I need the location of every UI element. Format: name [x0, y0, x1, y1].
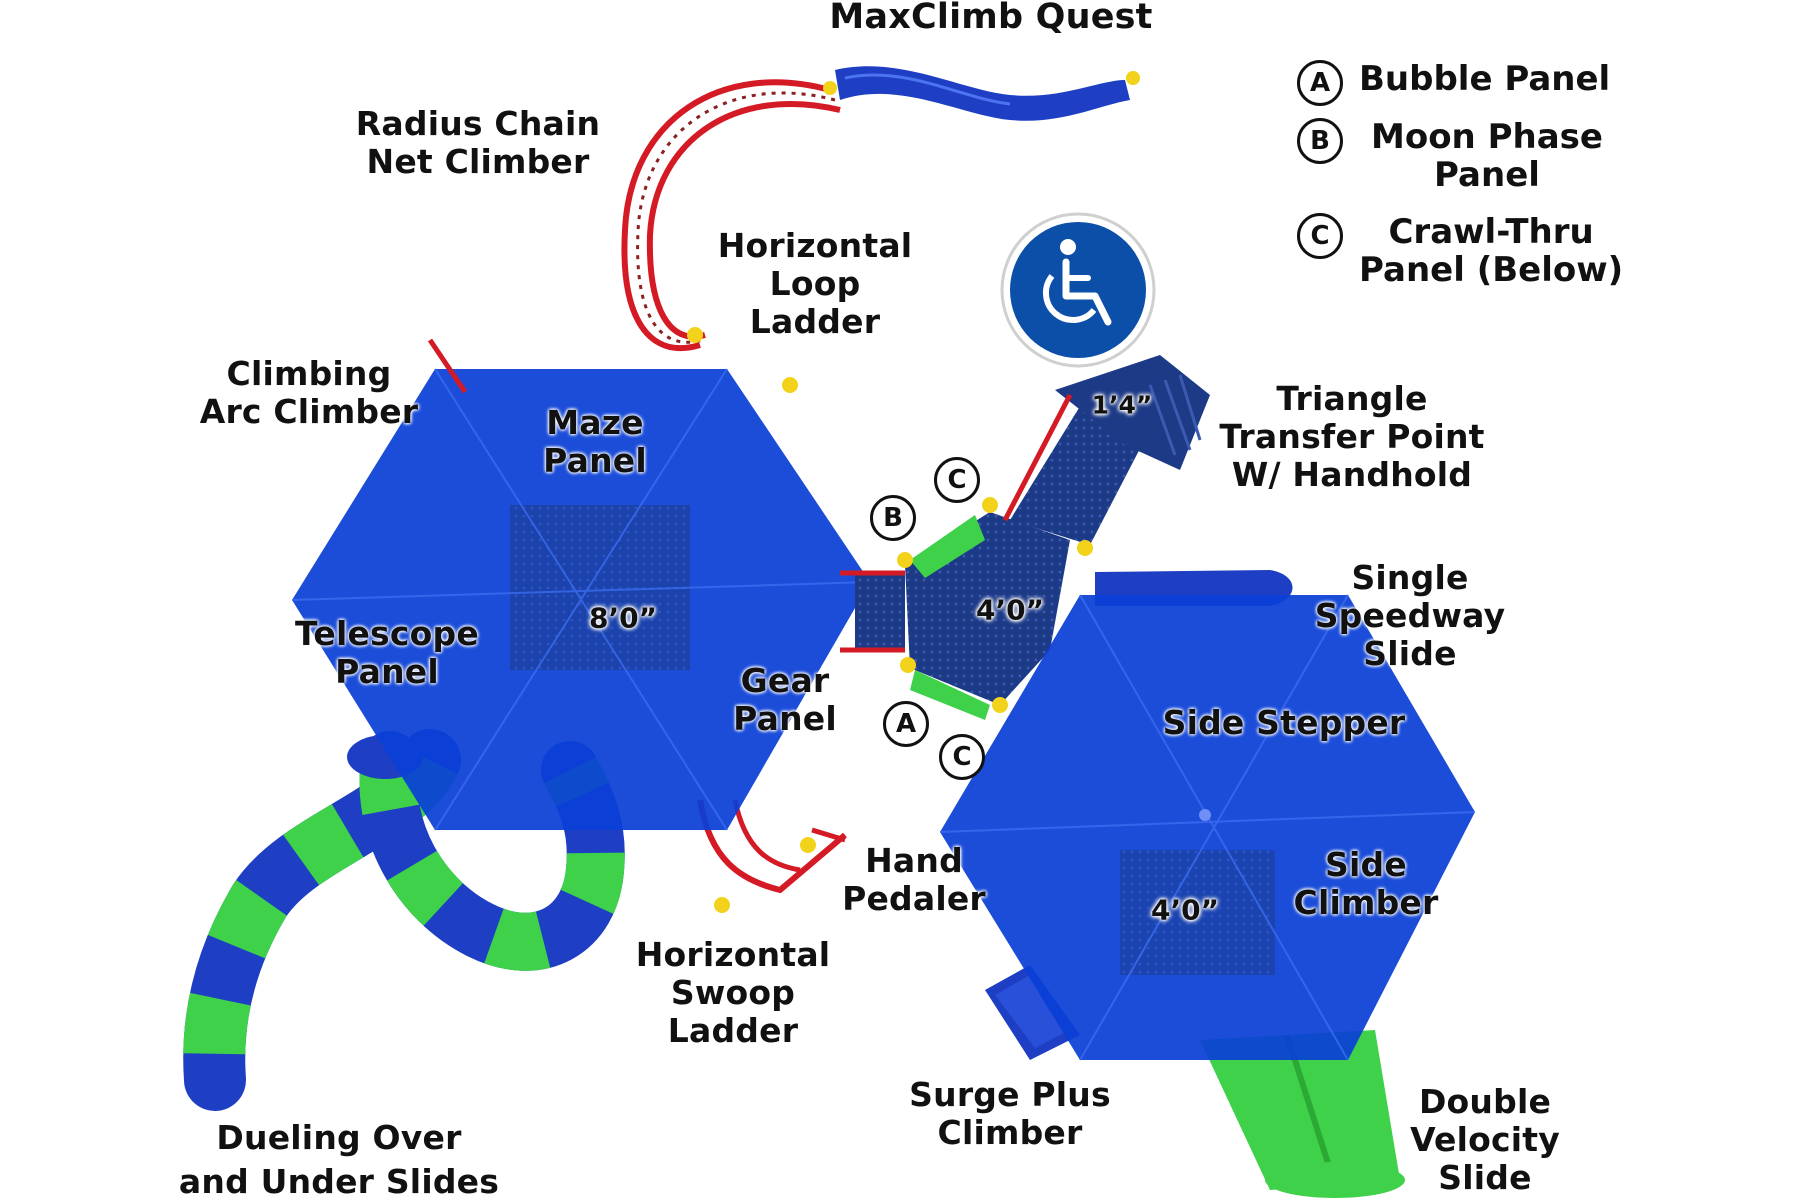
center-deck: [905, 512, 1070, 720]
legend-item-a: A Bubble Panel: [1297, 60, 1610, 106]
radius-chain-net-climber: [621, 79, 841, 352]
deck-height-transfer: 1’4”: [1091, 390, 1153, 420]
deck-height-right: 4’0”: [1150, 893, 1220, 927]
maxclimb-quest: [823, 66, 1140, 121]
legend-letter: A: [1297, 60, 1343, 106]
right-tower: [939, 570, 1476, 1061]
page-title: MaxClimb Quest: [829, 0, 1153, 37]
marker-a: A: [883, 701, 929, 747]
wheelchair-icon: [1000, 212, 1156, 368]
deck-height-left: 8’0”: [588, 601, 658, 635]
marker-c-top: C: [934, 457, 980, 503]
post-caps: [687, 327, 1093, 913]
left-tower: [291, 338, 871, 831]
deck-height-center: 4’0”: [975, 593, 1045, 627]
legend-text: Bubble Panel: [1359, 59, 1611, 99]
legend-letter: C: [1297, 213, 1343, 259]
legend-letter: B: [1297, 118, 1343, 164]
transfer-point: [1002, 355, 1210, 545]
surge-plus-climber: [985, 965, 1080, 1060]
marker-b: B: [870, 495, 916, 541]
bridge: [840, 570, 905, 653]
marker-c-bottom: C: [939, 734, 985, 780]
label-side-stepper: Side Stepper: [1162, 703, 1406, 742]
